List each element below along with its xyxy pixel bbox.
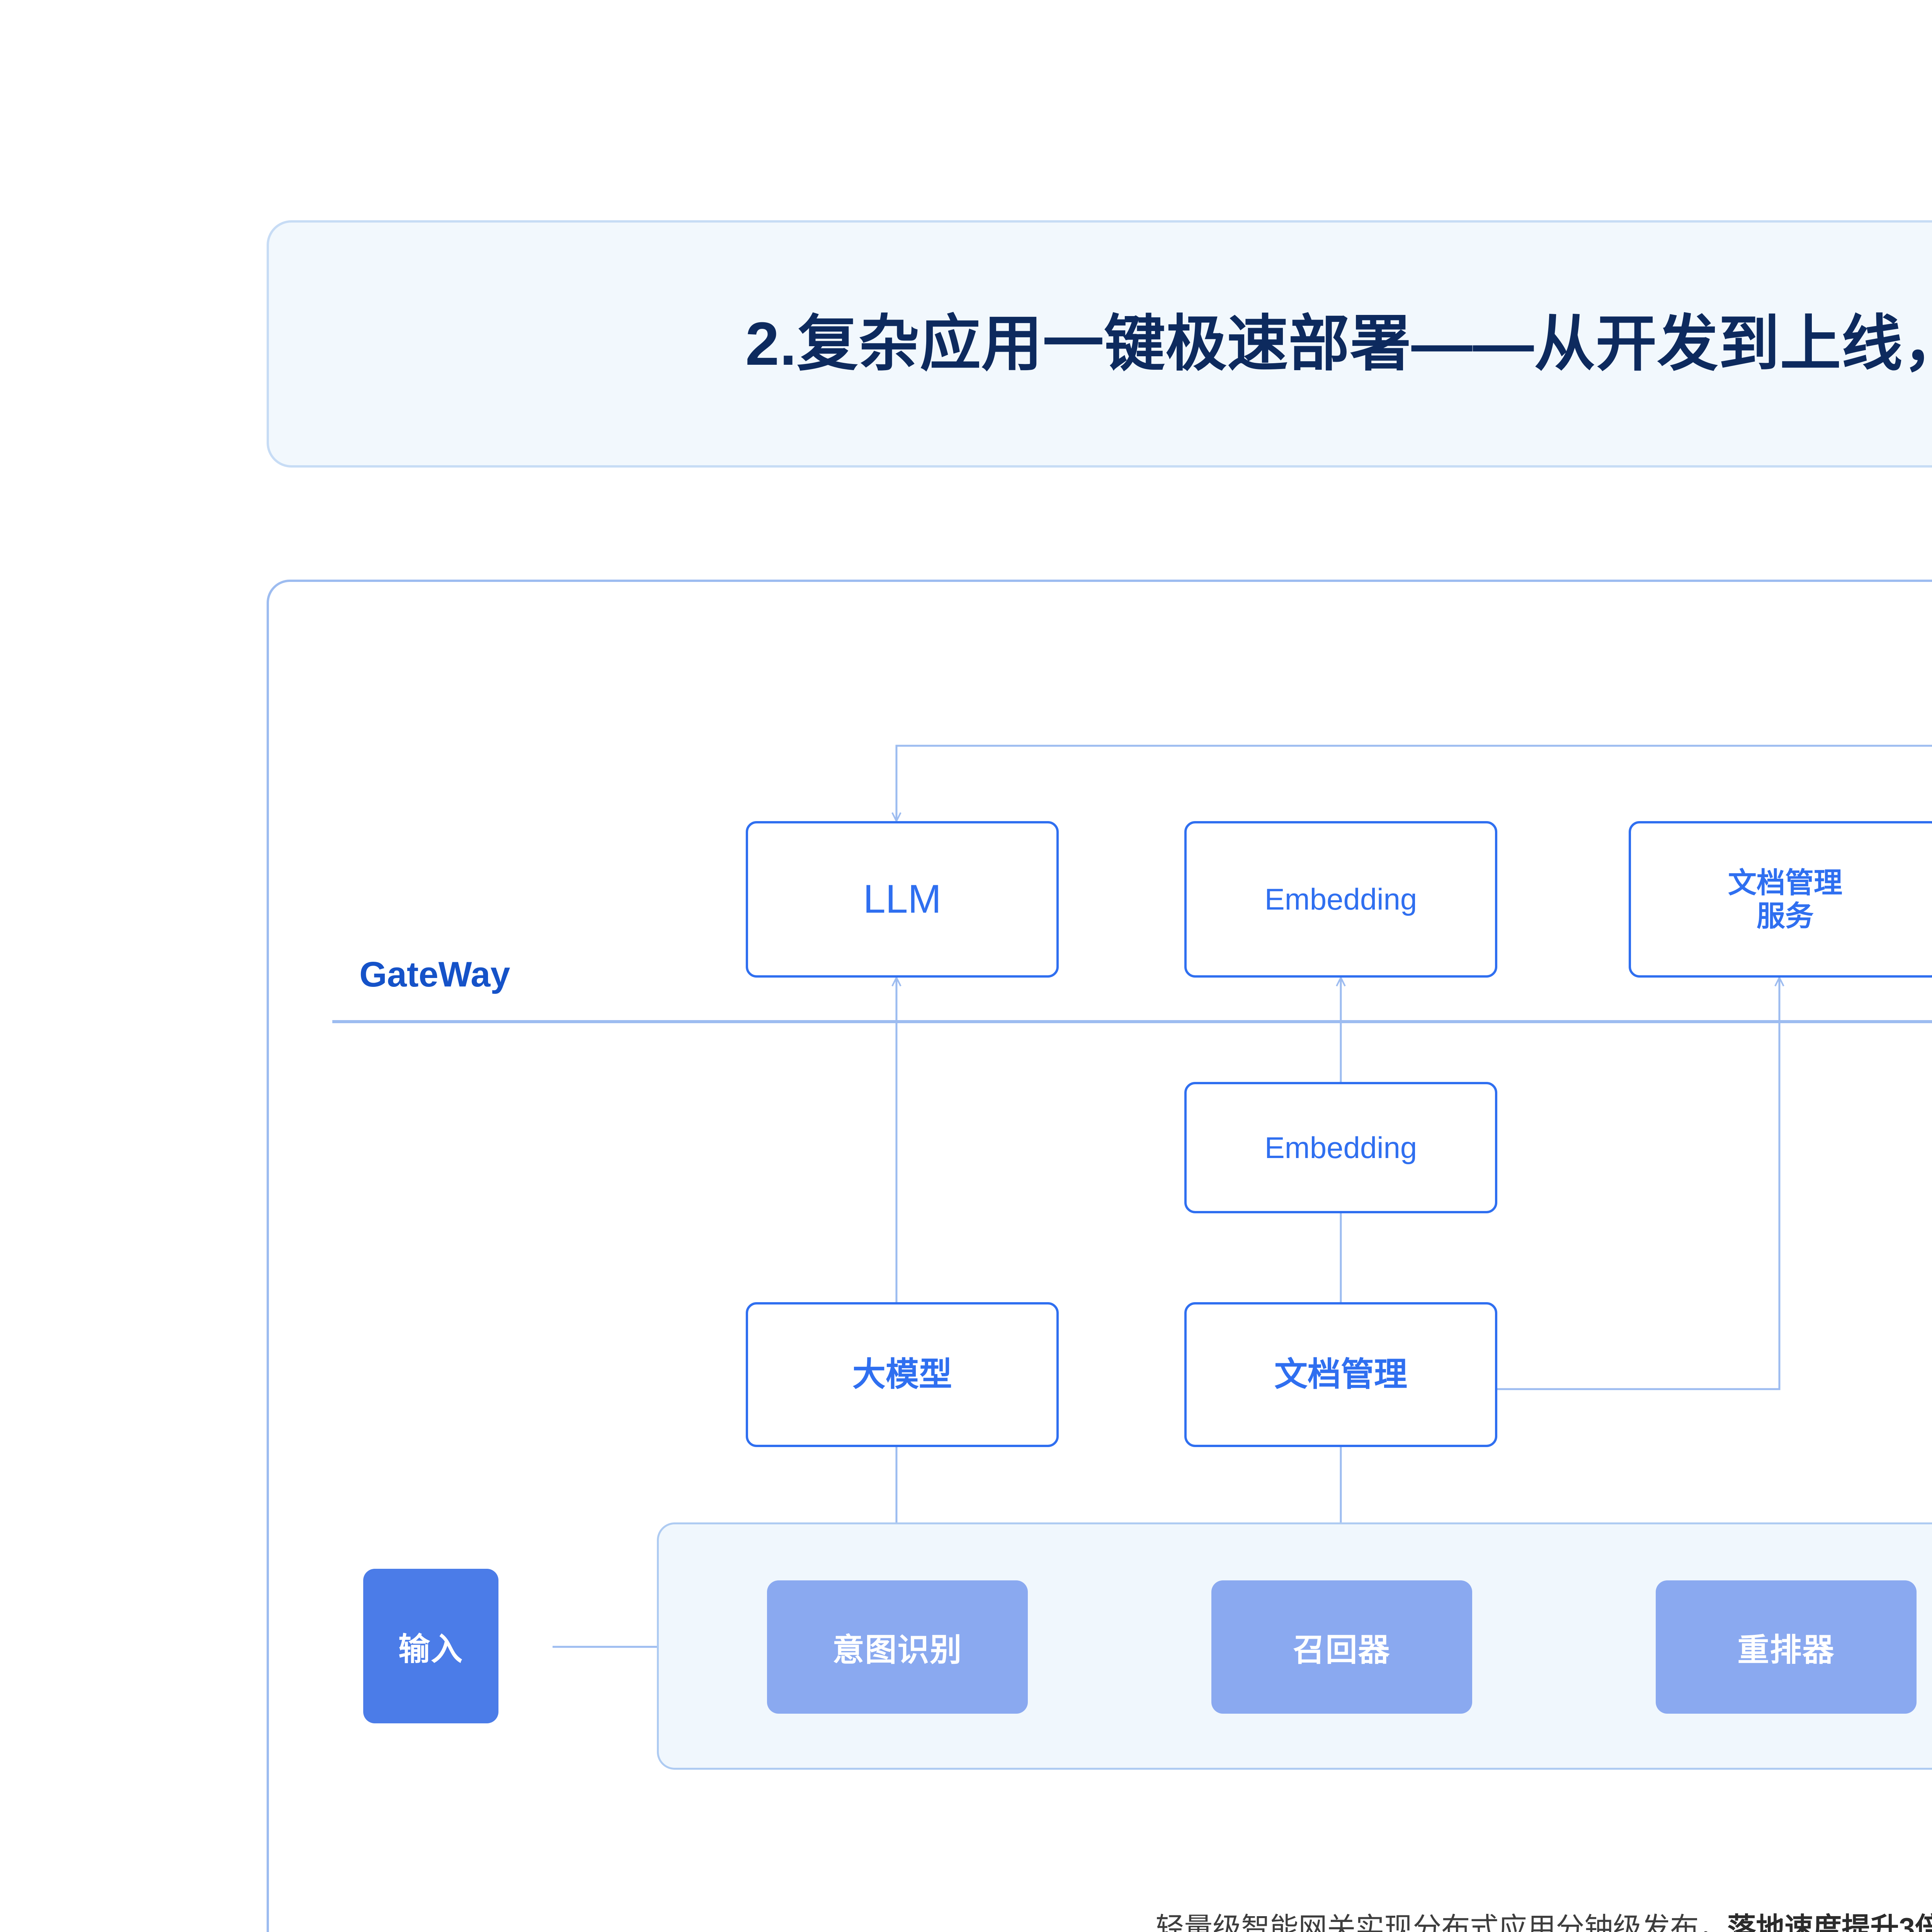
pipeline-stage-rerank-label: 重排器 — [1737, 1633, 1835, 1668]
pipeline-input[interactable]: 输入 — [363, 1569, 498, 1723]
caption-normal: 轻量级智能网关实现分布式应用分钟级发布， — [1155, 1912, 1728, 1932]
node-embedding-service-label: Embedding — [1264, 882, 1417, 917]
pipeline-stage-recall[interactable]: 召回器 — [1211, 1580, 1472, 1714]
node-doc-manage-component[interactable]: 文档管理 — [1184, 1302, 1497, 1447]
diagram-caption: 轻量级智能网关实现分布式应用分钟级发布，落地速度提升3倍 — [267, 1905, 1932, 1932]
node-big-model-component[interactable]: 大模型 — [746, 1302, 1059, 1447]
pipeline-stage-recall-label: 召回器 — [1293, 1633, 1391, 1668]
pipeline-stage-intent-label: 意图识别 — [832, 1633, 963, 1668]
node-llm[interactable]: LLM — [746, 821, 1059, 978]
page-title: 2.复杂应用一键极速部署——从开发到上线，只需一次点击! — [745, 310, 1932, 378]
node-doc-manage-service-line2: 服务 — [1757, 900, 1814, 932]
pipeline-stage-intent[interactable]: 意图识别 — [767, 1580, 1028, 1714]
node-embedding-service[interactable]: Embedding — [1184, 821, 1497, 978]
node-embedding-middle[interactable]: Embedding — [1184, 1082, 1497, 1213]
gateway-label-left: GateWay — [359, 955, 510, 994]
node-doc-manage-component-label: 文档管理 — [1274, 1355, 1407, 1393]
node-big-model-component-label: 大模型 — [852, 1355, 952, 1393]
node-doc-manage-service-line1: 文档管理 — [1728, 866, 1842, 899]
pipeline-input-label: 输入 — [398, 1631, 463, 1667]
pipeline-stage-rerank[interactable]: 重排器 — [1656, 1580, 1917, 1714]
node-doc-manage-service[interactable]: 文档管理 服务 — [1629, 821, 1932, 978]
node-embedding-middle-label: Embedding — [1264, 1130, 1417, 1165]
title-banner: 2.复杂应用一键极速部署——从开发到上线，只需一次点击! — [267, 220, 1932, 468]
caption-emphasis: 落地速度提升3倍 — [1727, 1912, 1932, 1932]
node-llm-label: LLM — [863, 877, 942, 922]
